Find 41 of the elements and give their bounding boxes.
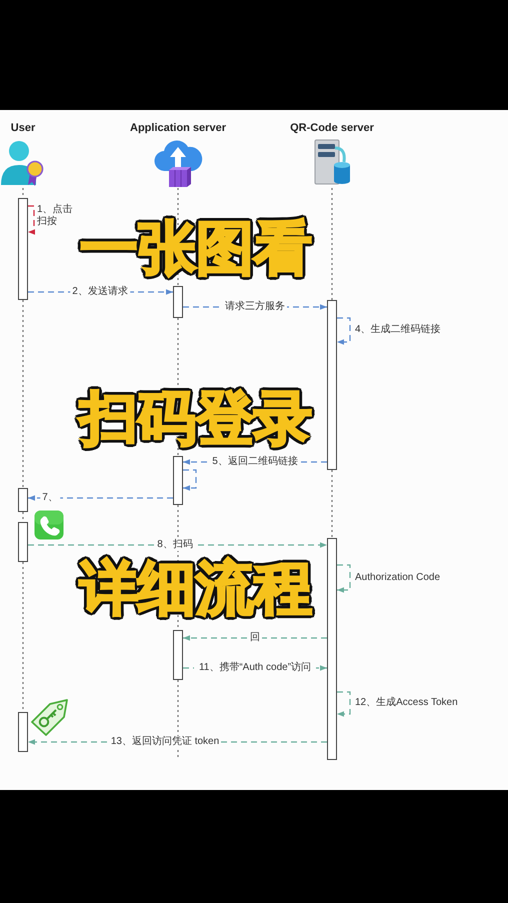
message-label: 13、返回访问凭证 token	[108, 736, 222, 748]
participant-name: Application server	[130, 122, 226, 135]
message-label: 5、返回二维码链接	[210, 456, 300, 468]
message-label: 7、	[40, 492, 60, 504]
activation-bar	[18, 522, 28, 562]
message-arrow	[28, 495, 173, 501]
overlay-heading: 一张图看	[80, 217, 312, 279]
message-arrow	[337, 564, 351, 593]
participant-name: User	[10, 122, 36, 135]
overlay-heading: 详细流程	[80, 557, 312, 619]
lifeline	[22, 562, 24, 712]
activation-bar	[18, 712, 28, 752]
lifeline	[331, 470, 333, 538]
lifeline	[22, 512, 24, 522]
lifeline	[22, 300, 24, 488]
message-arrow	[183, 469, 197, 491]
activation-bar	[18, 488, 28, 512]
activation-bar	[18, 198, 28, 300]
lifeline	[331, 188, 333, 300]
lifeline	[177, 680, 179, 760]
message-label: 1、点击扫按	[37, 204, 74, 228]
activation-bar	[327, 538, 337, 760]
message-arrow	[337, 691, 351, 717]
message-label: 2、发送请求	[70, 286, 130, 298]
activation-bar	[173, 630, 183, 680]
message-arrow	[28, 205, 35, 235]
message-label: 4、生成二维码链接	[355, 324, 441, 336]
message-label: 12、生成Access Token	[355, 697, 458, 709]
message-label: 11、携带“Auth code”访问	[194, 662, 316, 674]
participant-name: QR-Code server	[290, 122, 374, 135]
message-label: 回	[248, 632, 262, 644]
message-label: 8、扫码	[155, 539, 195, 551]
activation-bar	[173, 286, 183, 318]
message-arrow	[337, 317, 351, 345]
activation-bar	[173, 456, 183, 505]
message-label: 请求三方服务	[223, 301, 287, 313]
overlay-heading: 扫码登录	[80, 387, 312, 449]
lifeline	[22, 188, 24, 198]
message-arrow	[183, 635, 327, 641]
message-label: Authorization Code	[355, 572, 440, 584]
activation-bar	[327, 300, 337, 470]
